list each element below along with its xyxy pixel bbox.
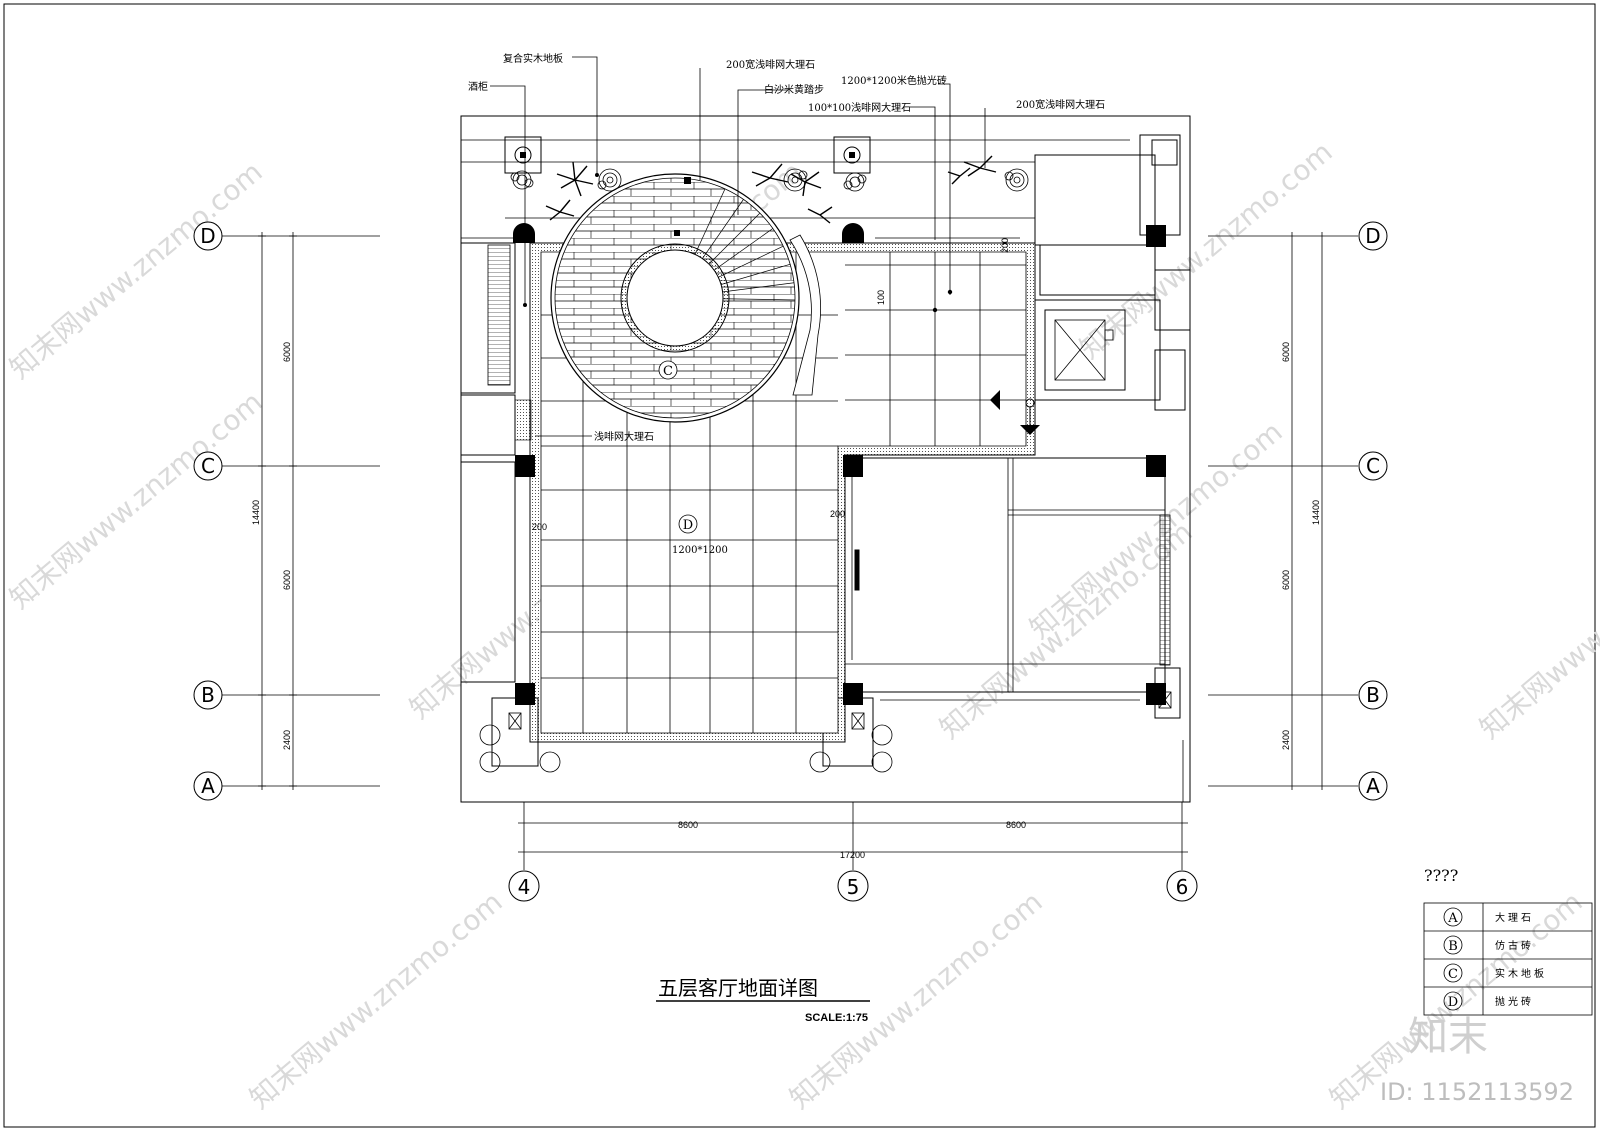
dim-left-b-a: 2400	[282, 730, 292, 750]
grid-bubble-row: C	[193, 451, 223, 481]
dim-200-c: 200	[1000, 238, 1010, 253]
dim-left-total: 14400	[251, 500, 261, 525]
watermark-text: 知末网www.znzmo.com	[243, 885, 508, 1115]
watermark-text: 知末网www.znzmo.com	[783, 885, 1048, 1115]
grid-bubble-row: A	[1358, 771, 1388, 801]
grid-bubble-row: A	[193, 771, 223, 801]
legend-label: 大理石	[1495, 911, 1534, 924]
label-marble-edge: 浅啡网大理石	[594, 430, 654, 443]
label-marble-200-b: 200宽浅啡网大理石	[1016, 98, 1105, 111]
door-panel	[851, 460, 860, 660]
label-marble-200-a: 200宽浅啡网大理石	[726, 58, 815, 71]
structural-columns	[513, 223, 1166, 705]
svg-text:B: B	[201, 683, 215, 707]
legend-code: B	[1448, 939, 1458, 954]
dim-left-d-c: 6000	[282, 342, 292, 362]
label-white-sand-step: 白沙米黄踏步	[764, 83, 824, 96]
svg-text:D: D	[1365, 224, 1380, 248]
svg-text:A: A	[201, 774, 215, 798]
grid-bubble-col: 5	[837, 870, 869, 902]
svg-text:D: D	[683, 518, 693, 533]
legend-code: C	[1448, 967, 1458, 982]
pilaster-marks	[514, 146, 861, 164]
legend-label: 实木地板	[1495, 967, 1547, 980]
dim-left-c-b: 6000	[282, 570, 292, 590]
grid-lines	[222, 232, 1358, 870]
grid-bubble-row: B	[1358, 680, 1388, 710]
label-marble-100: 100*100浅啡网大理石	[808, 101, 911, 114]
dim-100: 100	[876, 290, 886, 305]
svg-text:B: B	[1366, 683, 1380, 707]
svg-text:6: 6	[1176, 875, 1189, 899]
brand-watermark: 知末	[1408, 1014, 1488, 1060]
legend-label: 抛光砖	[1495, 995, 1534, 1008]
drawing-scale: SCALE:1:75	[805, 1012, 868, 1024]
room-tag-main: D	[678, 514, 698, 534]
grid-bubble-row: D	[193, 221, 223, 251]
leader-dots	[523, 173, 953, 313]
grid-bubble-col: 6	[1166, 870, 1198, 902]
legend-code: A	[1447, 911, 1458, 926]
leader-lines	[490, 56, 986, 437]
drawing-title: 五层客厅地面详图	[658, 976, 818, 1000]
dim-bottom-4-5: 8600	[678, 820, 698, 830]
dim-right-total: 14400	[1311, 500, 1321, 525]
image-id-watermark: ID: 1152113592	[1380, 1078, 1574, 1106]
svg-text:C: C	[201, 454, 215, 478]
dim-right-d-c: 6000	[1281, 342, 1291, 362]
grid-bubble-row: B	[193, 680, 223, 710]
legend-code: D	[1448, 995, 1458, 1010]
grid-bubble-row: C	[1358, 451, 1388, 481]
svg-text:C: C	[663, 364, 673, 379]
planter-plants	[510, 155, 1029, 224]
room-tag-stair: C	[658, 360, 678, 380]
dim-200-b: 200	[830, 509, 845, 519]
label-composite-floor: 复合实木地板	[503, 52, 563, 65]
label-tile-size: 1200*1200	[672, 545, 728, 556]
dim-right-b-a: 2400	[1281, 730, 1291, 750]
legend-label: 仿古砖	[1495, 939, 1534, 952]
svg-text:4: 4	[518, 875, 531, 899]
svg-text:5: 5	[847, 875, 860, 899]
door-swing	[479, 691, 1172, 773]
svg-text:A: A	[1366, 774, 1380, 798]
stair-rail-panel	[487, 244, 511, 386]
stair-rail-panel	[1159, 514, 1171, 666]
svg-text:D: D	[200, 224, 215, 248]
legend-table	[1423, 902, 1593, 1016]
dim-200-a: 200	[532, 522, 547, 532]
watermark-text: 知末网www.znzmo.com	[3, 385, 268, 615]
watermark-text: 知末网www.znzmo.com	[933, 515, 1198, 745]
sheet-border	[3, 3, 1596, 1128]
grid-bubble-col: 4	[508, 870, 540, 902]
watermark-text: 知末网www.znzmo.com	[1473, 515, 1600, 745]
label-polished-tile: 1200*1200米色抛光砖	[841, 74, 947, 87]
watermark-text: 知末网www.znzmo.com	[3, 155, 268, 385]
watermark-text: 知末网www.znzmo.com	[1023, 415, 1288, 645]
spiral-stair	[550, 173, 822, 423]
label-wine-cabinet: 酒柜	[468, 80, 488, 93]
legend-heading: ????	[1424, 866, 1458, 885]
section-marker	[990, 390, 1040, 435]
dim-bottom-total: 17200	[840, 850, 865, 860]
dim-bottom-5-6: 8600	[1006, 820, 1026, 830]
svg-text:C: C	[1366, 454, 1380, 478]
dim-right-c-b: 6000	[1281, 570, 1291, 590]
elevator-shaft	[1044, 309, 1126, 391]
grid-bubble-row: D	[1358, 221, 1388, 251]
